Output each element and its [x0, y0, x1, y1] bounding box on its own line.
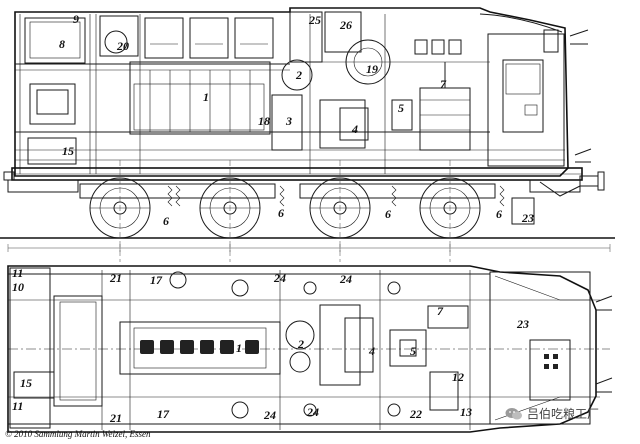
side-part-label-23: 23	[521, 211, 534, 225]
plan-part-label-24: 24	[263, 408, 276, 422]
side-part-label-1: 1	[203, 90, 209, 104]
plan-part-label-21: 21	[109, 271, 122, 285]
wechat-icon	[505, 407, 522, 419]
plan-part-label-13: 13	[460, 405, 472, 419]
side-part-label-18: 18	[258, 114, 270, 128]
plan-part-label-1: 1	[236, 341, 242, 355]
side-part-label-6: 6	[385, 207, 391, 221]
side-part-label-6: 6	[496, 207, 502, 221]
side-part-label-9: 9	[73, 12, 79, 26]
side-part-label-8: 8	[59, 37, 65, 51]
plan-part-label-17: 17	[157, 407, 170, 421]
side-part-label-2: 2	[295, 68, 302, 82]
side-part-label-6: 6	[278, 206, 284, 220]
watermark-text: 吕伯吃粮工厂	[527, 407, 600, 421]
plan-part-label-12: 12	[452, 370, 464, 384]
side-part-label-26: 26	[339, 18, 352, 32]
plan-part-label-22: 22	[409, 407, 422, 421]
plan-part-label-4: 4	[368, 344, 375, 358]
plan-part-label-5: 5	[410, 344, 416, 358]
plan-part-label-24: 24	[306, 405, 319, 419]
side-part-label-25: 25	[308, 13, 321, 27]
side-part-label-5: 5	[398, 101, 404, 115]
plan-part-label-10: 10	[12, 280, 24, 294]
watermark: 吕伯吃粮工厂	[505, 405, 599, 422]
side-part-label-20: 20	[116, 39, 129, 53]
side-part-label-4: 4	[351, 122, 358, 136]
plan-part-label-24: 24	[273, 271, 286, 285]
plan-part-label-23: 23	[516, 317, 529, 331]
plan-part-label-7: 7	[437, 304, 444, 318]
side-part-label-6: 6	[163, 214, 169, 228]
side-part-label-15: 15	[62, 144, 74, 158]
plan-part-label-17: 17	[150, 273, 163, 287]
side-part-label-7: 7	[440, 77, 447, 91]
plan-part-label-11: 11	[12, 266, 23, 280]
copyright-credit: © 2010 Sammlung Martin Welzel, Essen	[5, 429, 151, 439]
plan-part-label-11: 11	[12, 399, 23, 413]
side-elevation-view	[0, 7, 615, 262]
plan-part-label-15: 15	[20, 376, 32, 390]
wheelset-group	[89, 177, 481, 239]
side-part-label-3: 3	[285, 114, 292, 128]
plan-part-label-2: 2	[297, 337, 304, 351]
plan-part-label-24: 24	[339, 272, 352, 286]
side-part-label-19: 19	[366, 62, 378, 76]
plan-view	[7, 265, 613, 433]
plan-part-label-21: 21	[109, 411, 122, 425]
